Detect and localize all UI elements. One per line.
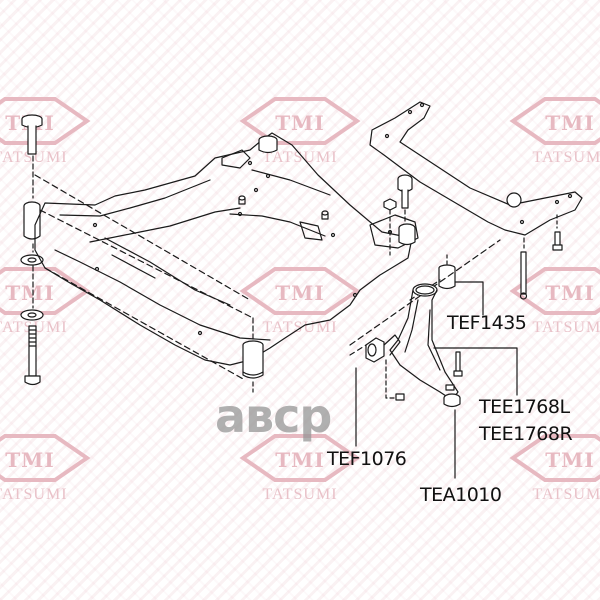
front-crossbar xyxy=(369,101,583,300)
tmi-diamond-icon xyxy=(509,434,600,482)
part-label-tea1010: TEA1010 xyxy=(420,484,502,506)
watermark-tatsumi-text: TATSUMI xyxy=(532,149,600,166)
tmi-diamond-icon xyxy=(0,267,91,315)
part-label-tef1435: TEF1435 xyxy=(447,312,527,334)
lower-control-arm xyxy=(349,283,463,408)
watermark-tmi-text: TMI xyxy=(545,281,595,305)
watermark-tatsumi-text: TATSUMI xyxy=(532,319,600,336)
watermark-logo: TMI TATSUMI xyxy=(505,95,600,175)
watermark-logo: TMI TATSUMI xyxy=(505,432,600,512)
part-label-tef1076: TEF1076 xyxy=(327,448,407,470)
watermark-tatsumi-text: TATSUMI xyxy=(262,486,338,503)
part-label-tee1768r: TEE1768R xyxy=(479,423,573,445)
watermark-tmi-text: TMI xyxy=(5,448,55,472)
watermark-tmi-text: TMI xyxy=(275,111,325,135)
watermark-tatsumi-text: TATSUMI xyxy=(262,319,338,336)
watermark-tatsumi-text: TATSUMI xyxy=(0,486,68,503)
watermark-tatsumi-text: TATSUMI xyxy=(532,486,600,503)
subframe-body xyxy=(34,132,419,393)
tmi-diamond-icon xyxy=(509,267,600,315)
tmi-diamond-icon xyxy=(509,97,600,145)
watermark-tmi-text: TMI xyxy=(545,111,595,135)
tmi-diamond-icon xyxy=(239,267,361,315)
tmi-diamond-icon xyxy=(0,434,91,482)
tmi-diamond-icon xyxy=(239,434,361,482)
left-mount-bolt-stack xyxy=(20,114,44,386)
watermark-logo: TMI TATSUMI xyxy=(235,95,365,175)
watermark-tmi-text: TMI xyxy=(275,448,325,472)
watermark-tmi-text: TMI xyxy=(275,281,325,305)
crossbar-bushings xyxy=(383,174,416,256)
watermark-tmi-text: TMI xyxy=(545,448,595,472)
watermark-logo: TMI TATSUMI xyxy=(235,265,365,345)
watermark-tmi-text: TMI xyxy=(5,281,55,305)
watermark-logo: TMI TATSUMI xyxy=(235,432,365,512)
tmi-diamond-icon xyxy=(0,97,91,145)
watermark-overlay-text: aвсp xyxy=(215,389,332,443)
watermark-logo: TMI TATSUMI xyxy=(0,432,95,512)
watermark-logo: TMI TATSUMI xyxy=(505,265,600,345)
part-label-tee1768l: TEE1768L xyxy=(479,396,570,418)
watermark-tatsumi-text: TATSUMI xyxy=(262,149,338,166)
watermark-logo: TMI TATSUMI xyxy=(0,265,95,345)
